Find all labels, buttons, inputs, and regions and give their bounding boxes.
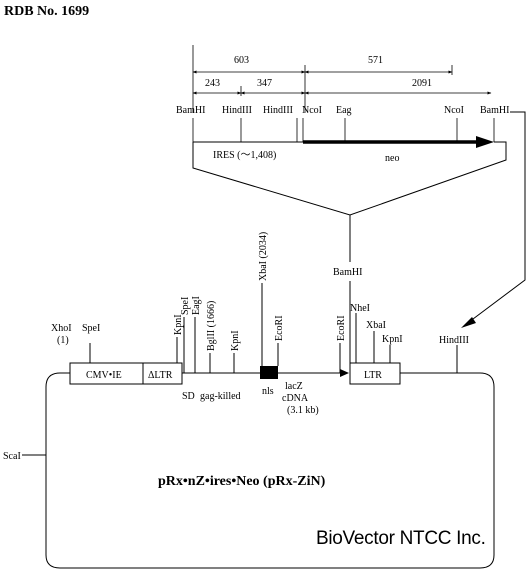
site-kpni-1: KpnI — [173, 314, 184, 335]
feature-nls: nls — [262, 386, 274, 397]
site-xhoi-position: (1) — [57, 335, 69, 346]
site-hindiii-2: HindIII — [263, 105, 293, 116]
site-kpni-3: KpnI — [382, 334, 403, 345]
feature-lacz: lacZ — [285, 381, 303, 392]
neo-label: neo — [385, 153, 399, 164]
distance-2091: 2091 — [412, 78, 432, 89]
site-ecori-2: EcoRI — [336, 315, 347, 341]
site-bamhi-left: BamHI — [176, 105, 205, 116]
site-nhei: NheI — [350, 303, 370, 314]
site-xbai-1: XbaI (2034) — [258, 232, 269, 281]
feature-delta-ltr: ΔLTR — [148, 370, 173, 381]
feature-gag-killed: gag-killed — [200, 391, 241, 402]
site-ecori-1: EcoRI — [274, 315, 285, 341]
feature-cmv-ie: CMV•IE — [86, 370, 122, 381]
page-title: RDB No. 1699 — [4, 4, 89, 19]
feature-sd: SD — [182, 391, 195, 402]
distance-571: 571 — [368, 55, 383, 66]
site-spei-1: SpeI — [82, 323, 100, 334]
site-ncoi-2: NcoI — [444, 105, 464, 116]
vector-map: CMV•IE ΔLTR LTR XhoI (1) SpeI NheI XbaI … — [3, 232, 495, 569]
site-bamhi-vector: BamHI — [333, 267, 362, 278]
site-hindiii-1: HindIII — [222, 105, 252, 116]
site-spei-2: SpeI — [180, 297, 191, 315]
plasmid-name: pRx•nZ•ires•Neo (pRx-ZiN) — [158, 474, 326, 489]
distance-243: 243 — [205, 78, 220, 89]
feature-ltr: LTR — [364, 370, 382, 381]
nls-box — [260, 366, 278, 379]
insert-map: 603 571 243 347 2091 BamHI HindIII HindI… — [176, 45, 509, 262]
site-kpni-2: KpnI — [230, 330, 241, 351]
distance-603: 603 — [234, 55, 249, 66]
cmv-dltr-box — [69, 362, 183, 385]
distance-347: 347 — [257, 78, 272, 89]
site-hindiii-vector: HindIII — [439, 335, 469, 346]
site-scai: ScaI — [3, 451, 21, 462]
ires-label: IRES (～1,408) — [213, 150, 276, 161]
feature-lacz-cdna: cDNA — [282, 393, 309, 404]
site-ncoi-1: NcoI — [302, 105, 322, 116]
site-bamhi-right: BamHI — [480, 105, 509, 116]
brand-logo-text: BioVector NTCC Inc. — [316, 528, 486, 549]
site-xhoi: XhoI — [51, 323, 72, 334]
site-xbai-2: XbaI — [366, 320, 386, 331]
site-eag: Eag — [336, 105, 352, 116]
plasmid-outline — [45, 372, 495, 569]
ltr-box — [349, 362, 401, 385]
feature-lacz-size: (3.1 kb) — [287, 405, 319, 416]
site-eagi: EagI — [191, 296, 202, 315]
site-bglii: BglII (1666) — [206, 301, 217, 351]
